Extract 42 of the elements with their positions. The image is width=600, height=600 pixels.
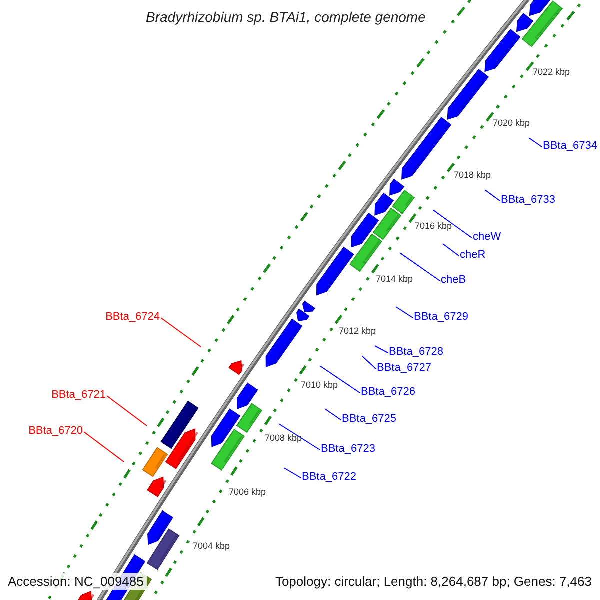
- scale-label: 7022 kbp: [533, 68, 570, 77]
- leader-line: [320, 366, 360, 394]
- gene-label: BBta_6726: [361, 387, 416, 398]
- gene-label: BBta_6720: [28, 426, 83, 437]
- leader-line: [432, 210, 472, 238]
- gene-label: cheB: [441, 275, 466, 286]
- gene-label: cheR: [460, 250, 486, 261]
- scale-label: 7004 kbp: [193, 542, 230, 551]
- gene-label: BBta_6734: [543, 141, 598, 152]
- scale-label: 7020 kbp: [493, 119, 530, 128]
- leader-line: [400, 252, 440, 282]
- gene-label: BBta_6723: [321, 444, 376, 455]
- gene-label: BBta_6721: [52, 390, 106, 401]
- scale-label: 7012 kbp: [339, 327, 376, 336]
- leader-line: [278, 424, 320, 450]
- leader-line: [284, 468, 302, 478]
- leader-line: [528, 138, 542, 148]
- leader-line: [84, 432, 124, 462]
- leader-line: [374, 346, 388, 354]
- leader-line: [362, 356, 376, 370]
- gene-label: BBta_6725: [342, 414, 396, 425]
- gene-label: cheW: [473, 232, 502, 243]
- title: Bradyrhizobium sp. BTAi1, complete genome: [146, 10, 426, 24]
- leader-line: [160, 318, 202, 348]
- gene-label: BBta_6733: [501, 195, 556, 206]
- gene-label: BBta_6727: [377, 363, 432, 374]
- scale-label: 7018 kbp: [454, 171, 492, 180]
- scale-label: 7016 kbp: [415, 222, 452, 231]
- scale-label: 7008 kbp: [265, 434, 302, 443]
- leader-line: [106, 396, 148, 426]
- scale-label: 7006 kbp: [229, 488, 266, 497]
- accession-note: Accession: NC_009485: [5, 573, 147, 590]
- leader-line: [442, 244, 460, 256]
- scale-label: 7014 kbp: [376, 275, 414, 284]
- leader-line: [484, 190, 500, 202]
- scale-label: 7010 kbp: [301, 381, 338, 390]
- gene-label: BBta_6724: [106, 312, 160, 323]
- leader-line: [324, 408, 342, 420]
- leader-line: [396, 306, 414, 318]
- gene-label: BBta_6729: [414, 312, 468, 323]
- gene-label: BBta_6728: [389, 347, 444, 358]
- gene-label: BBta_6722: [302, 472, 356, 483]
